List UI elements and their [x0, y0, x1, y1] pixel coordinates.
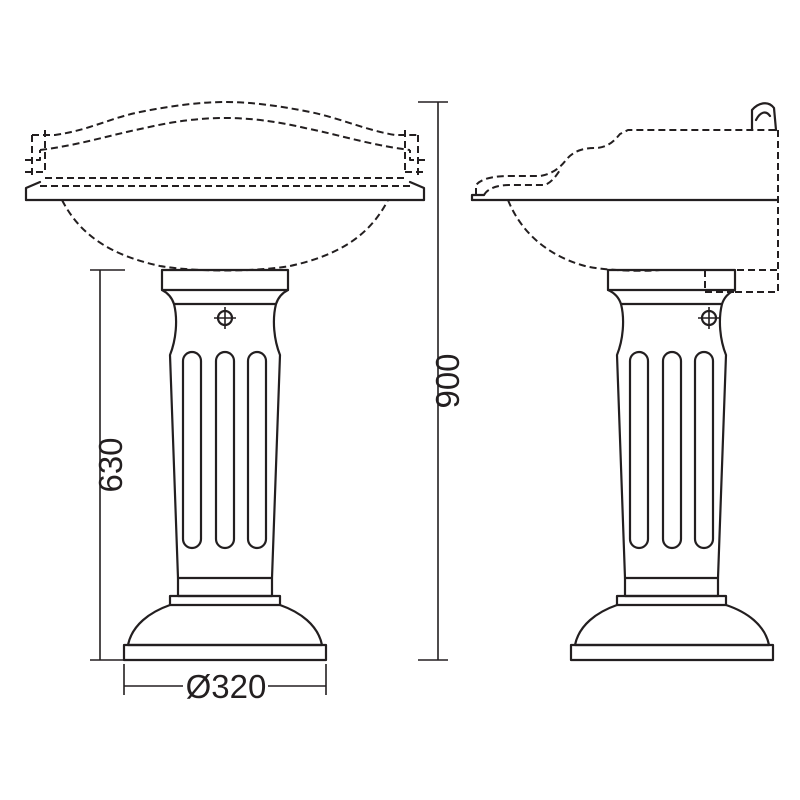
- dim-base-diameter: Ø320: [123, 664, 327, 705]
- dim-320-label: Ø320: [186, 668, 267, 705]
- side-pedestal: [569, 268, 775, 662]
- side-basin: [470, 102, 780, 293]
- front-basin: [24, 101, 426, 272]
- dim-pedestal-height: 630: [90, 269, 129, 661]
- dim-900-label: 900: [429, 353, 466, 408]
- dim-630-label: 630: [92, 437, 129, 492]
- side-view: [470, 102, 780, 662]
- dim-total-height: 900: [418, 101, 466, 661]
- front-pedestal: [122, 268, 328, 662]
- front-view: 630 Ø320: [24, 101, 426, 705]
